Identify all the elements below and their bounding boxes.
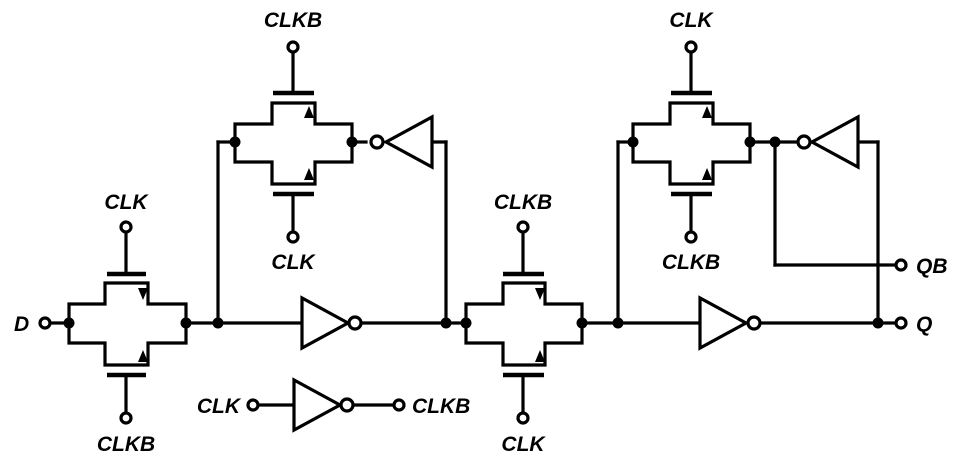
label-tg3-top: CLKB <box>494 191 552 214</box>
label-tg2-top: CLKB <box>264 9 322 32</box>
label-clk-inverter-in: CLK <box>197 395 242 418</box>
label-tg4-bottom: CLKB <box>662 251 720 274</box>
label-d: D <box>14 313 29 336</box>
terminals <box>38 258 908 412</box>
label-tg2-bottom: CLK <box>271 251 316 274</box>
transmission-gate-3 <box>460 220 588 425</box>
q-terminal <box>894 316 908 330</box>
label-qb: QB <box>916 255 948 278</box>
transmission-gate-2 <box>229 40 358 244</box>
d-terminal <box>38 316 52 330</box>
wiring <box>48 140 898 407</box>
transmission-gate-1 <box>63 220 192 425</box>
label-tg1-top: CLK <box>104 191 149 214</box>
transmission-gate-4 <box>627 40 756 244</box>
label-tg4-top: CLK <box>669 9 714 32</box>
clkb-terminal <box>392 398 406 412</box>
label-q: Q <box>916 313 932 336</box>
junctions <box>212 136 884 329</box>
labels: D Q QB CLK CLKB CLKB CLK CLKB CLK CLK CL… <box>14 9 948 456</box>
clock-inverter <box>292 377 355 433</box>
label-tg1-bottom: CLKB <box>97 433 155 456</box>
inverter-1 <box>300 295 363 351</box>
label-clk-inverter-out: CLKB <box>412 395 470 418</box>
inverter-feedback-2 <box>796 114 860 170</box>
inverter-2 <box>698 295 762 351</box>
label-tg3-bottom: CLK <box>501 433 546 456</box>
qb-terminal <box>894 258 908 272</box>
clk-terminal <box>246 398 260 412</box>
inverter-feedback-1 <box>369 114 434 170</box>
